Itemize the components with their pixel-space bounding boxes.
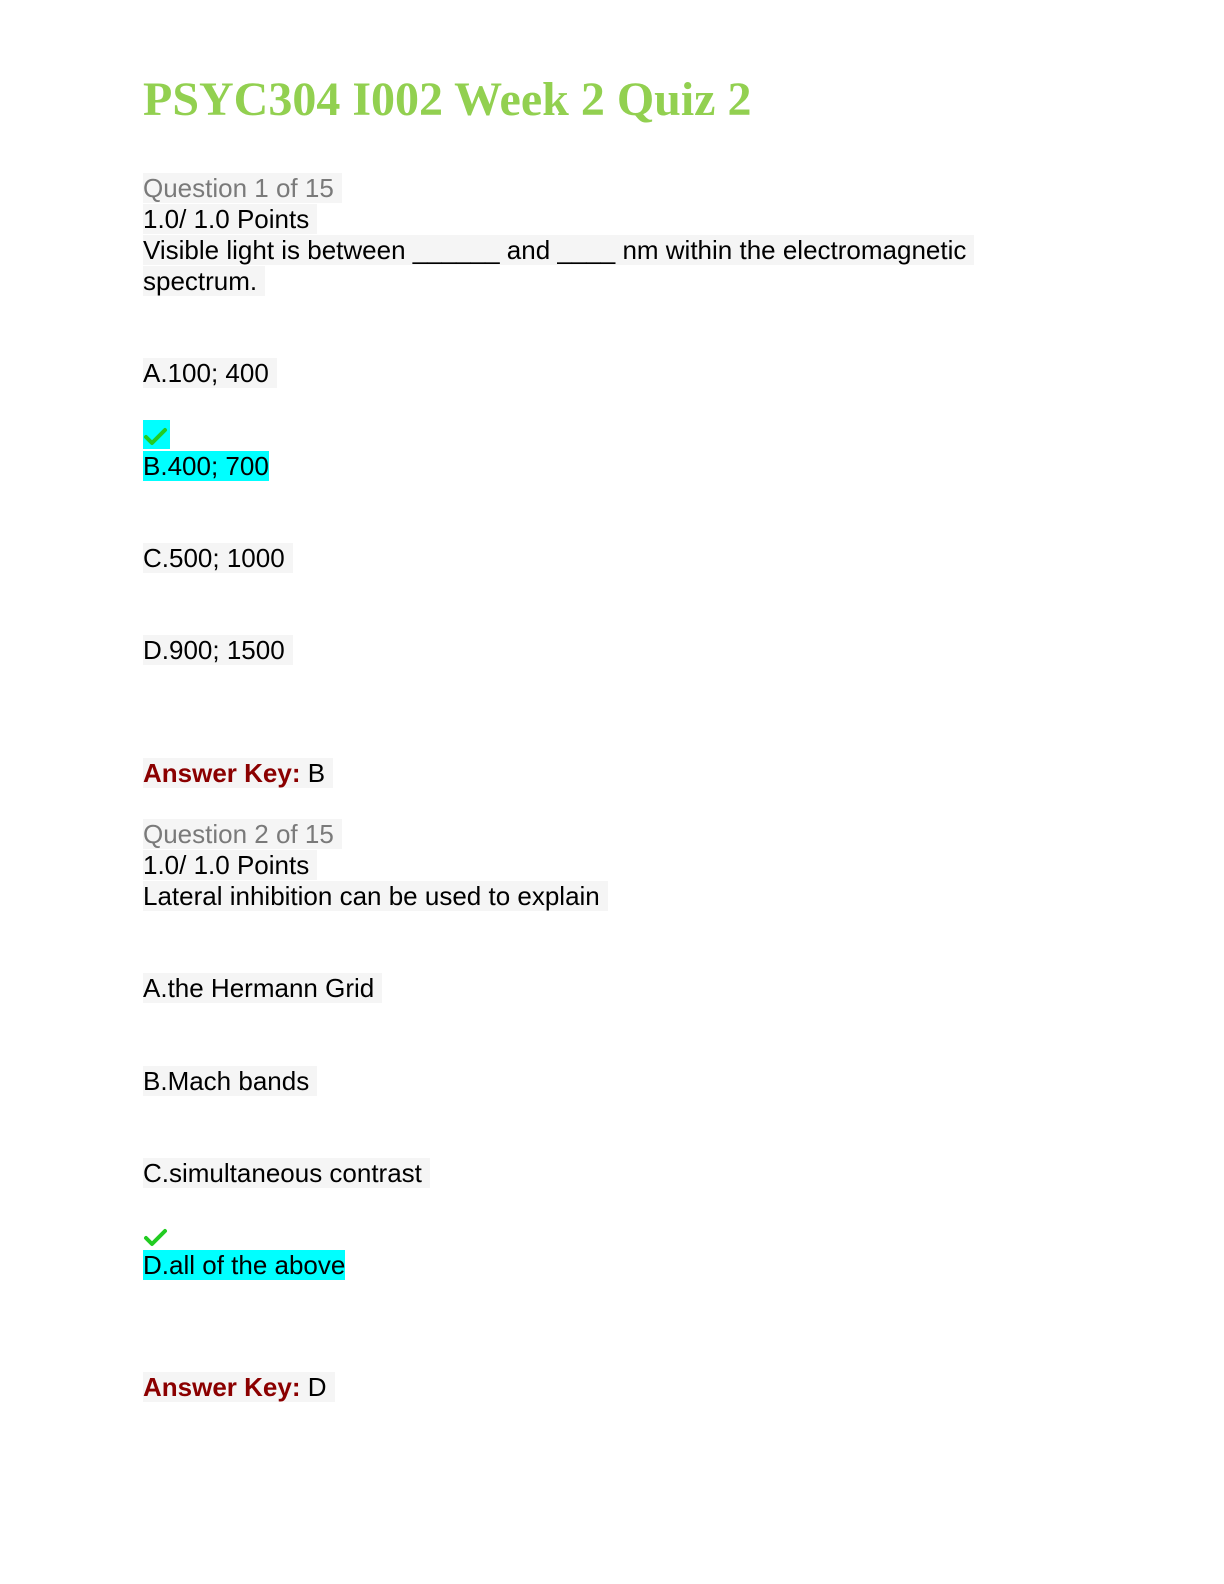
answer-key-label: Answer Key: <box>143 1372 301 1402</box>
answer-option-d-correct: D.all of the above <box>143 1250 346 1280</box>
page-title: PSYC304 I002 Week 2 Quiz 2 <box>143 73 752 126</box>
question-points: 1.0/ 1.0 Points <box>143 204 318 234</box>
answer-key-value: B <box>300 758 326 788</box>
question-prompt-continued: spectrum. <box>143 266 266 296</box>
question-points: 1.0/ 1.0 Points <box>143 850 318 880</box>
answer-key-value: D <box>300 1372 327 1402</box>
question-number: Question 1 of 15 <box>143 173 342 203</box>
correct-check-icon <box>143 1225 170 1251</box>
answer-key: Answer Key: D <box>143 1372 335 1402</box>
check-mark-shape <box>144 1229 167 1246</box>
check-mark-shape <box>144 428 167 445</box>
question-prompt: Lateral inhibition can be used to explai… <box>143 881 608 911</box>
answer-key: Answer Key: B <box>143 758 334 788</box>
answer-option-c: C.500; 1000 <box>143 543 293 573</box>
correct-check-icon <box>143 420 170 449</box>
answer-option-b-correct: B.400; 700 <box>143 451 269 481</box>
answer-option-a: A.100; 400 <box>143 358 277 388</box>
answer-option-b: B.Mach bands <box>143 1066 318 1096</box>
answer-option-d: D.900; 1500 <box>143 635 293 665</box>
question-prompt: Visible light is between ______ and ____… <box>143 235 975 265</box>
answer-option-a: A.the Hermann Grid <box>143 973 383 1003</box>
question-number: Question 2 of 15 <box>143 819 342 849</box>
answer-option-c: C.simultaneous contrast <box>143 1158 430 1188</box>
answer-key-label: Answer Key: <box>143 758 301 788</box>
